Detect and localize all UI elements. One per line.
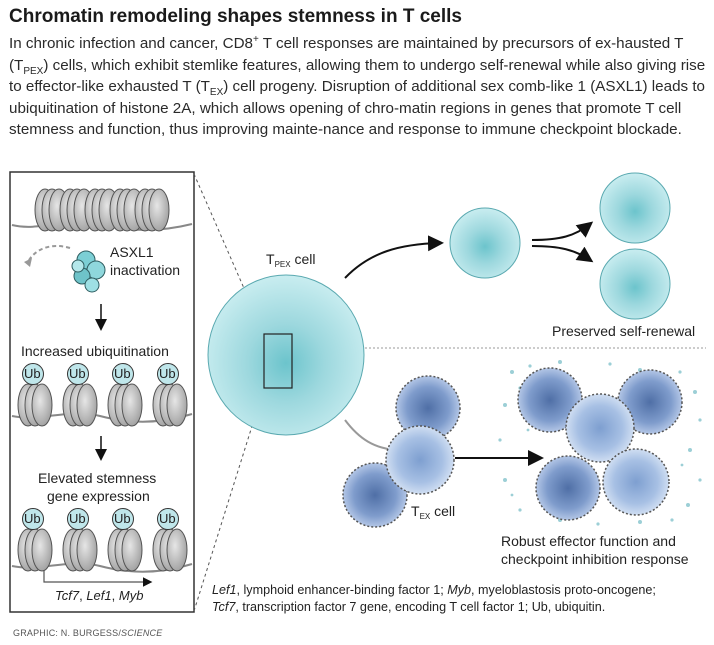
ub-label: Ub xyxy=(24,366,41,381)
self-renewed-cell xyxy=(449,207,521,279)
effector-label-line2: checkpoint inhibition response xyxy=(501,551,689,567)
gene-separator: , xyxy=(79,588,87,603)
daughter-cell-bottom xyxy=(599,248,671,320)
gene-separator: , xyxy=(111,588,119,603)
tex-cell-label: TEX cell xyxy=(411,503,456,521)
ub-label: Ub xyxy=(24,511,41,526)
ub-label: Ub xyxy=(159,511,176,526)
arrow-to-tex xyxy=(344,419,396,451)
gene-myb: Myb xyxy=(118,588,144,603)
asxl1-release-arrow xyxy=(27,244,71,263)
effector-label-line1: Robust effector function and xyxy=(501,533,676,549)
left-panel-frame xyxy=(9,171,195,613)
stemness-genes-label: Tcf7, Lef1, Myb xyxy=(55,588,143,603)
ub-label: Ub xyxy=(114,366,131,381)
graphic-credit: GRAPHIC: N. BURGESS/SCIENCE xyxy=(13,628,163,638)
compact-chromatin xyxy=(11,188,193,232)
split-arrow-up xyxy=(531,221,594,241)
ub-label: Ub xyxy=(69,511,86,526)
intro-part-2: T cell responses are maintained by precu… xyxy=(9,35,684,74)
intro-subscript-pex: PEX xyxy=(23,65,44,77)
split-arrow-down xyxy=(531,245,594,263)
zoom-box xyxy=(263,333,293,389)
intro-subscript-ex: EX xyxy=(209,87,224,99)
gene-lef1: Lef1 xyxy=(86,588,112,603)
intro-part-4: ) cell progeny. Disruption of additional… xyxy=(9,78,706,138)
arrow-to-self-renewal xyxy=(344,235,444,279)
figure-intro: In chronic infection and cancer, CD8+ T … xyxy=(9,33,709,141)
effector-cell-cluster xyxy=(517,367,683,521)
intro-superscript: + xyxy=(252,33,259,45)
tpex-cell-label: TPEX cell xyxy=(266,251,316,269)
step-ubiquitination-label: Increased ubiquitination xyxy=(21,343,169,359)
step-stemness-label-line2: gene expression xyxy=(47,488,150,504)
daughter-cell-top xyxy=(599,172,671,244)
open-chromatin xyxy=(11,508,193,587)
ubiquitinated-chromatin xyxy=(11,363,193,427)
asxl1-label-line2: inactivation xyxy=(110,262,181,278)
abbreviation-legend: Lef1, lymphoid enhancer-binding factor 1… xyxy=(212,583,656,614)
figure-title: Chromatin remodeling shapes stemness in … xyxy=(9,6,462,27)
tpex-cell xyxy=(207,274,365,436)
ub-label: Ub xyxy=(69,366,86,381)
self-renewal-label: Preserved self-renewal xyxy=(552,323,696,339)
intro-part-1: In chronic infection and cancer, CD8 xyxy=(9,35,253,52)
intro-part-3: ) cells, which exhibit stemlike features… xyxy=(9,56,706,96)
asxl1-protein-icon xyxy=(71,250,106,293)
step-stemness-label-line1: Elevated stemness xyxy=(38,470,157,486)
gene-tcf7: Tcf7 xyxy=(55,588,80,603)
ub-label: Ub xyxy=(114,511,131,526)
ub-label: Ub xyxy=(159,366,176,381)
tex-cell-cluster xyxy=(342,375,461,528)
asxl1-label-line1: ASXL1 xyxy=(110,244,154,260)
